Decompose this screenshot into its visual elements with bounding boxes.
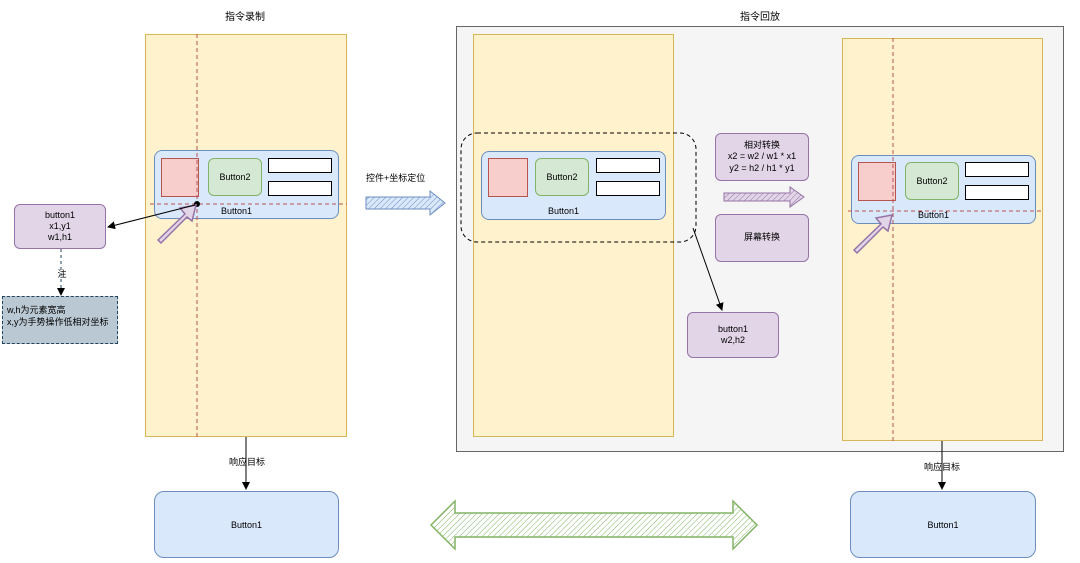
record-title: 指令录制 — [225, 12, 265, 23]
note-label: 注 — [52, 267, 72, 280]
locate-arrow-icon — [365, 189, 446, 217]
respond-target-label-left: 响应目标 — [222, 455, 272, 468]
target-button2[interactable]: Button2 — [905, 162, 959, 200]
replay-button2[interactable]: Button2 — [535, 158, 589, 196]
record-info-box: button1 x1,y1 w1,h1 — [14, 204, 106, 249]
replay-phone-screen-target — [842, 38, 1043, 441]
replay-response-button1[interactable]: Button1 — [850, 491, 1036, 558]
target-crosshair — [848, 38, 1043, 441]
relative-transform-box: 相对转换 x2 = w2 / w1 * x1 y2 = h2 / h1 * y1 — [715, 133, 809, 181]
target-button2-label: Button2 — [916, 176, 948, 186]
record-red-element — [161, 158, 199, 197]
selection-to-info-arrow — [692, 227, 724, 311]
replay-response-button1-label: Button1 — [927, 519, 959, 530]
replay-button1-label: Button1 — [547, 206, 580, 216]
record-button2[interactable]: Button2 — [208, 158, 262, 196]
record-response-button1-label: Button1 — [230, 519, 263, 530]
replay-text-field-2[interactable] — [596, 181, 660, 196]
record-button2-label: Button2 — [219, 172, 251, 182]
replay-phone-screen-original — [473, 34, 674, 437]
replay-red-element — [488, 158, 528, 197]
record-gesture-arrow-icon — [156, 204, 198, 245]
target-text-field-2[interactable] — [965, 185, 1029, 200]
record-button1-label: Button1 — [220, 206, 253, 216]
replay-info-box: button1 w2,h2 — [687, 312, 779, 358]
replay-text-field-1[interactable] — [596, 158, 660, 173]
equivalence-double-arrow-icon — [429, 499, 759, 551]
touch-to-info-arrow — [107, 204, 196, 230]
record-response-button1[interactable]: Button1 — [154, 491, 339, 558]
replay-button2-label: Button2 — [546, 172, 578, 182]
transform-arrow-icon — [723, 186, 805, 208]
locate-label: 控件+坐标定位 — [366, 173, 426, 183]
target-red-element — [858, 162, 896, 201]
screen-transform-box: 屏幕转换 — [715, 214, 809, 262]
note-box: w,h为元素宽高 x,y为手势操作低相对坐标 — [2, 296, 118, 344]
record-crosshair — [150, 34, 347, 437]
record-phone-screen — [145, 34, 347, 437]
target-text-field-1[interactable] — [965, 162, 1029, 177]
target-button1-label: Button1 — [917, 210, 950, 220]
record-text-field-2[interactable] — [268, 181, 332, 196]
target-gesture-arrow-icon — [852, 214, 894, 255]
replay-title: 指令回放 — [740, 12, 780, 23]
selection-outline — [460, 132, 697, 243]
record-text-field-1[interactable] — [268, 158, 332, 173]
